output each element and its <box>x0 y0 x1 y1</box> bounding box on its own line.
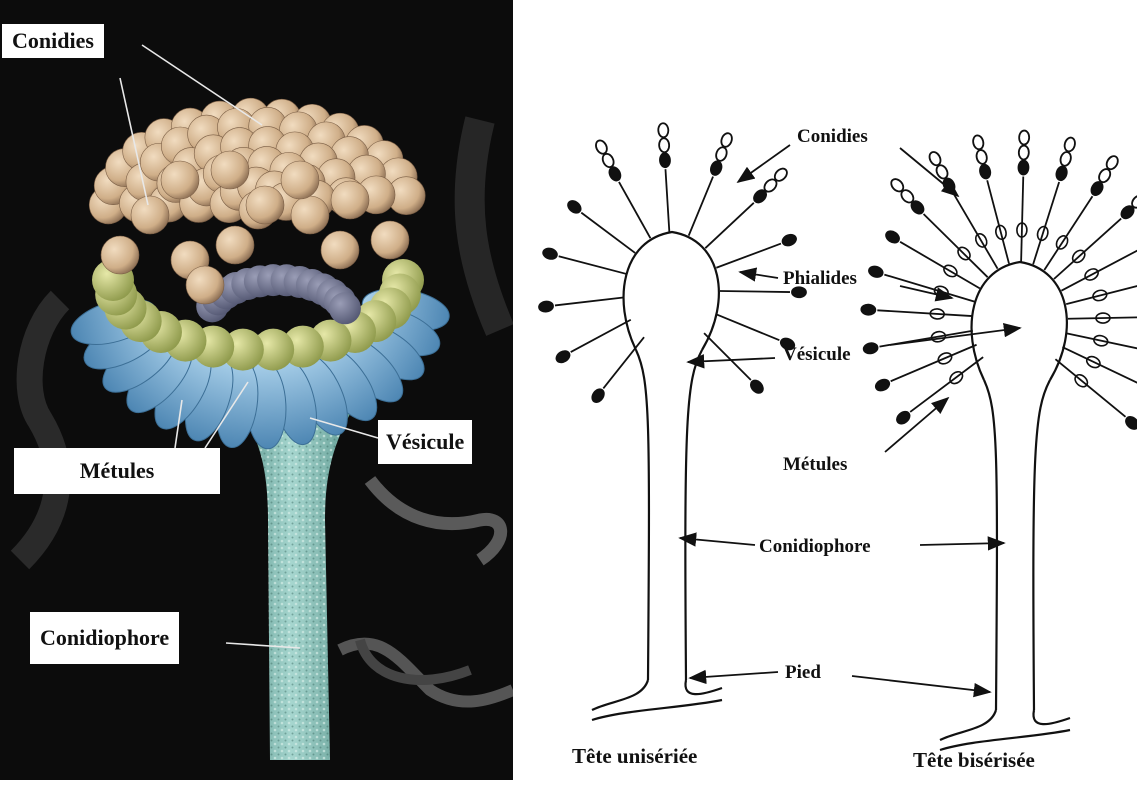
arrow-conidies-left <box>738 145 790 182</box>
photo-label-conidies: Conidies <box>2 24 104 58</box>
photo-label-vesicule: Vésicule <box>378 420 472 464</box>
drawing-panel: Conidies Phialides Vésicule Métules Coni… <box>513 0 1137 780</box>
drawing-label-pied: Pied <box>785 662 821 684</box>
photo-label-conidiophore: Conidiophore <box>30 612 179 664</box>
arrow-pied-right <box>852 676 990 692</box>
uniseriate-head-drawing <box>538 123 806 720</box>
arrow-pied-left <box>690 672 778 678</box>
drawing-label-conidies: Conidies <box>797 126 868 148</box>
biseriate-head-drawing <box>861 130 1137 750</box>
aspergillus-line-drawing <box>513 0 1137 780</box>
caption-uniseriate: Tête unisériée <box>572 744 697 769</box>
drawing-label-conidiophore: Conidiophore <box>759 536 871 558</box>
arrow-conidiophore-right <box>920 543 1004 545</box>
micrograph-panel: Conidies Métules Vésicule Conidiophore <box>0 0 513 780</box>
arrow-phialides-left <box>740 272 778 278</box>
caption-biseriate: Tête bisérisée <box>913 748 1035 773</box>
arrow-vesicule-right <box>890 328 1020 345</box>
drawing-label-vesicule: Vésicule <box>783 344 851 366</box>
drawing-label-phialides: Phialides <box>783 268 857 290</box>
photo-label-metules: Métules <box>14 448 220 494</box>
drawing-label-metules: Métules <box>783 454 847 476</box>
arrow-conidiophore-left <box>680 538 755 545</box>
